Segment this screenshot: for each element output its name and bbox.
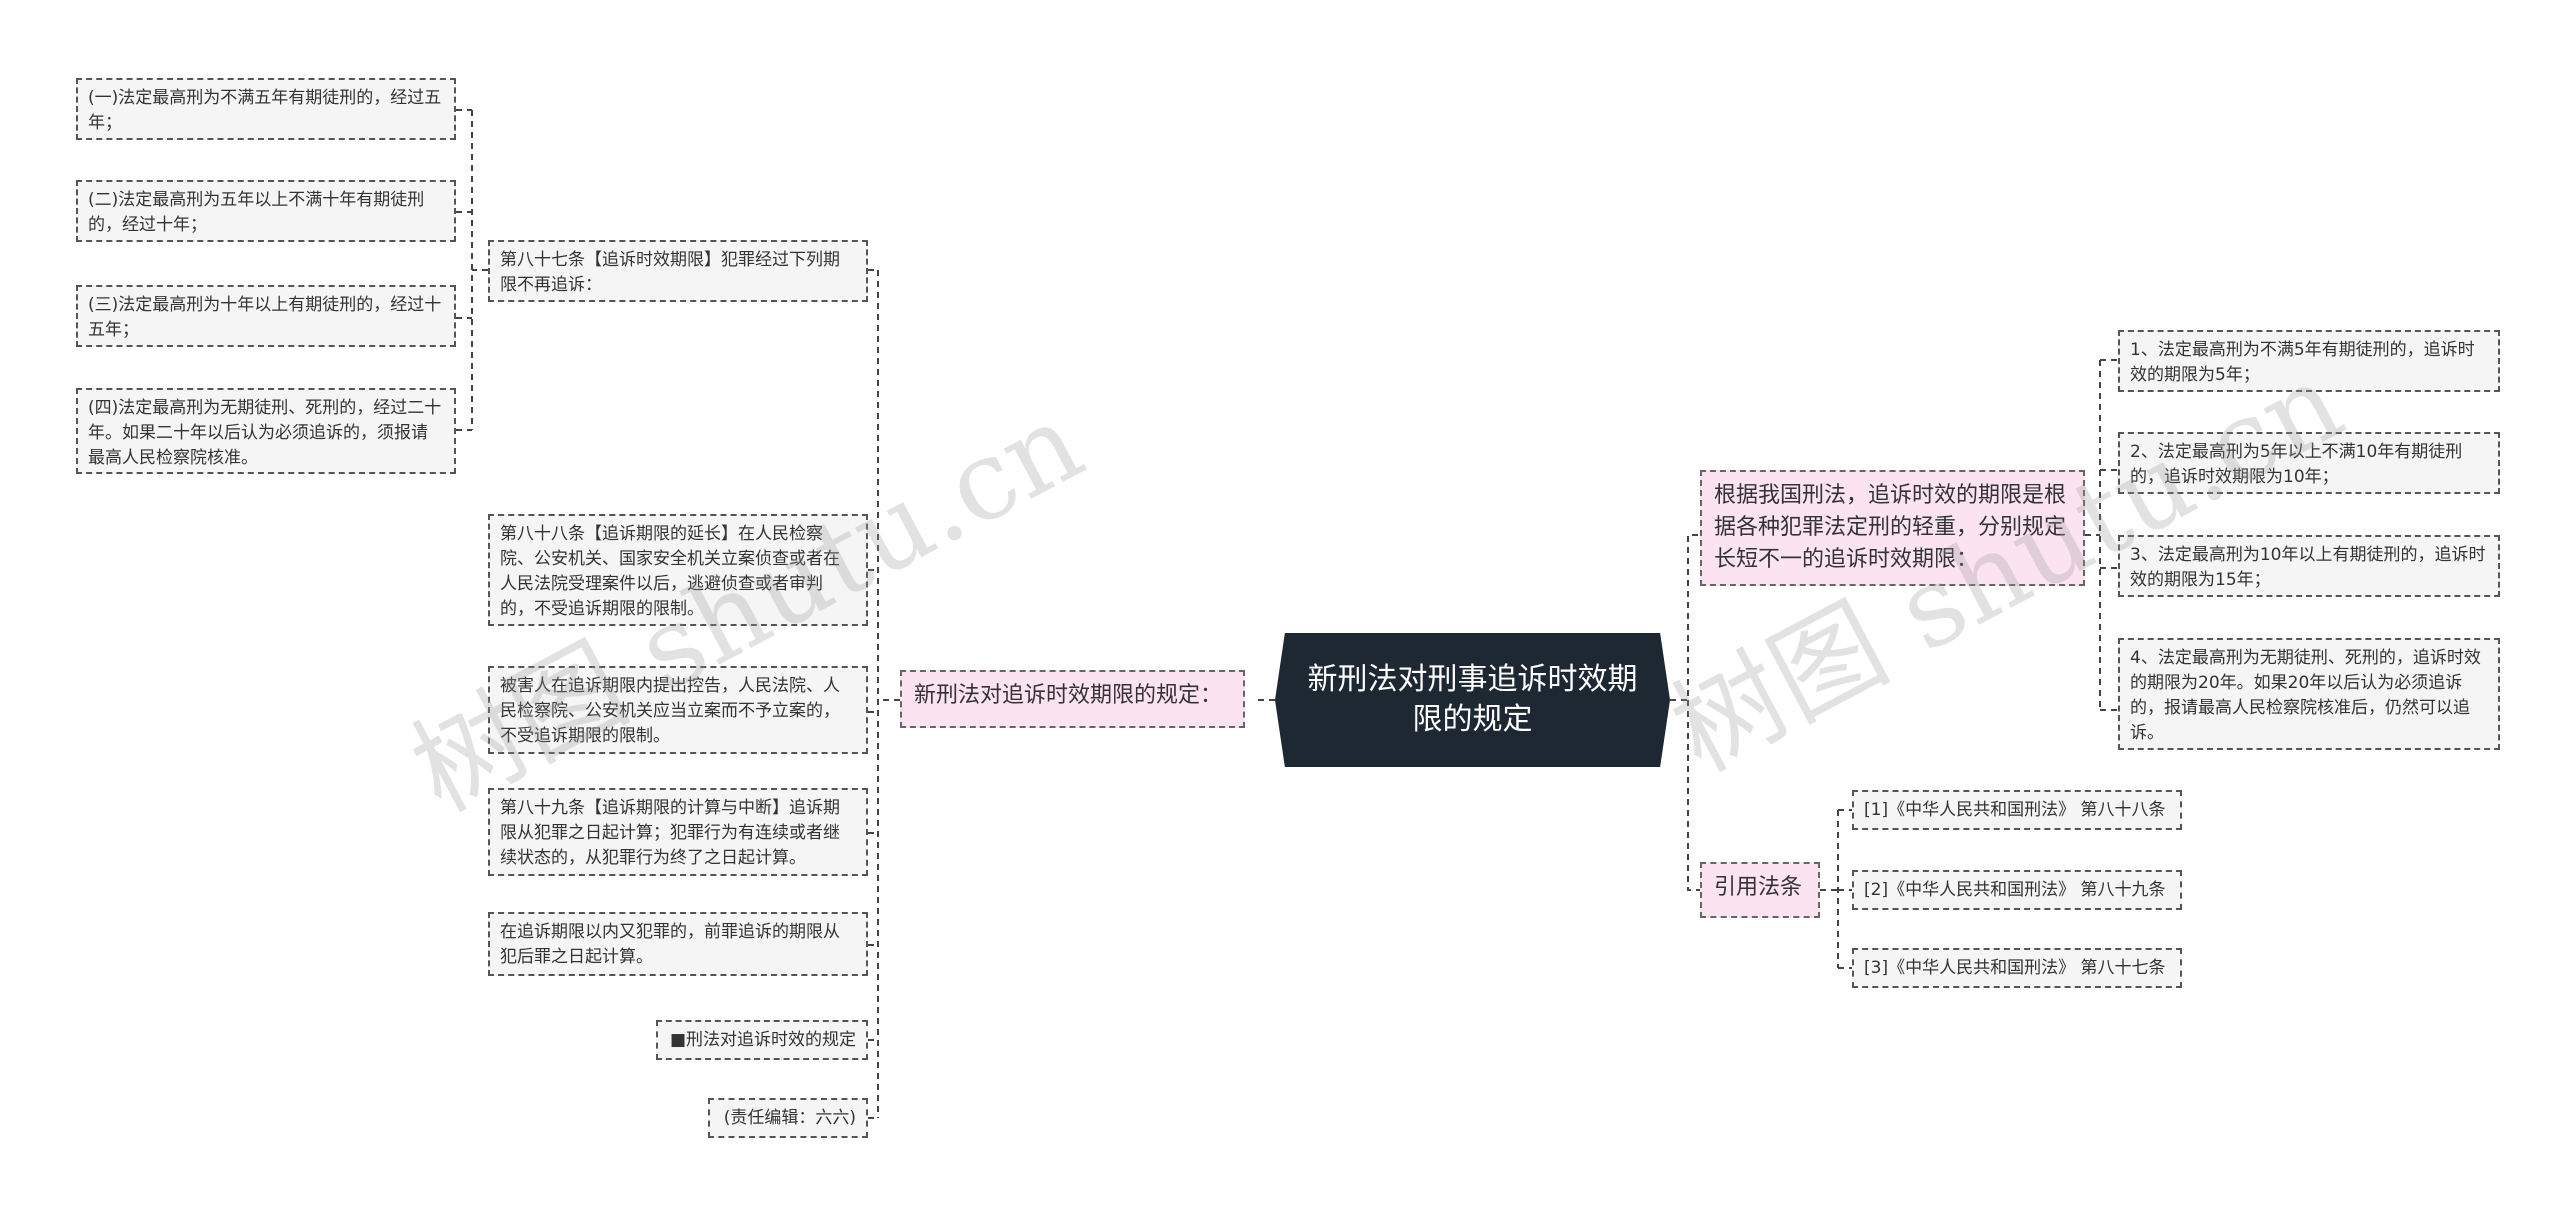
right-1-item-4[interactable]: 4、法定最高刑为无期徒刑、死刑的，追诉时效的期限为20年。如果20年以后认为必须… <box>2118 638 2500 750</box>
right-branch-1-label: 根据我国刑法，追诉时效的期限是根据各种犯罪法定刑的轻重，分别规定长短不一的追诉时… <box>1714 483 2067 572</box>
citation-1[interactable]: [1]《中华人民共和国刑法》 第八十八条 <box>1852 790 2182 830</box>
citation-2[interactable]: [2]《中华人民共和国刑法》 第八十九条 <box>1852 870 2182 910</box>
right-1-item-3[interactable]: 3、法定最高刑为10年以上有期徒刑的，追诉时效的期限为15年； <box>2118 535 2500 597</box>
left-item-recommit[interactable]: 在追诉期限以内又犯罪的，前罪追诉的期限从犯后罪之日起计算。 <box>488 912 868 976</box>
left-item-87-child-2[interactable]: (二)法定最高刑为五年以上不满十年有期徒刑的，经过十年； <box>76 180 456 242</box>
root-title: 新刑法对刑事追诉时效期限的规定 <box>1307 662 1638 737</box>
left-item-89[interactable]: 第八十九条【追诉期限的计算与中断】追诉期限从犯罪之日起计算；犯罪行为有连续或者继… <box>488 788 868 876</box>
right-1-item-1[interactable]: 1、法定最高刑为不满5年有期徒刑的，追诉时效的期限为5年； <box>2118 330 2500 392</box>
right-branch-2-node[interactable]: 引用法条 <box>1700 862 1820 918</box>
left-item-editor[interactable]: (责任编辑：六六) <box>708 1098 868 1138</box>
left-item-87-child-3[interactable]: (三)法定最高刑为十年以上有期徒刑的，经过十五年； <box>76 285 456 347</box>
left-item-87-child-4[interactable]: (四)法定最高刑为无期徒刑、死刑的，经过二十年。如果二十年以后认为必须追诉的，须… <box>76 388 456 474</box>
root-node[interactable]: 新刑法对刑事追诉时效期限的规定 <box>1275 633 1670 767</box>
left-branch-label: 新刑法对追诉时效期限的规定： <box>914 683 1223 708</box>
left-item-heading[interactable]: ■刑法对追诉时效的规定 <box>656 1020 868 1060</box>
right-1-item-2[interactable]: 2、法定最高刑为5年以上不满10年有期徒刑的，追诉时效期限为10年； <box>2118 432 2500 494</box>
left-item-87-child-1[interactable]: (一)法定最高刑为不满五年有期徒刑的，经过五年； <box>76 78 456 140</box>
right-branch-1-node[interactable]: 根据我国刑法，追诉时效的期限是根据各种犯罪法定刑的轻重，分别规定长短不一的追诉时… <box>1700 470 2085 586</box>
left-item-88[interactable]: 第八十八条【追诉期限的延长】在人民检察院、公安机关、国家安全机关立案侦查或者在人… <box>488 514 868 626</box>
left-item-87[interactable]: 第八十七条【追诉时效期限】犯罪经过下列期限不再追诉： <box>488 240 868 302</box>
right-branch-2-label: 引用法条 <box>1714 875 1803 900</box>
citation-3[interactable]: [3]《中华人民共和国刑法》 第八十七条 <box>1852 948 2182 988</box>
left-branch-node[interactable]: 新刑法对追诉时效期限的规定： <box>900 670 1245 728</box>
left-item-victim[interactable]: 被害人在追诉期限内提出控告，人民法院、人民检察院、公安机关应当立案而不予立案的，… <box>488 666 868 754</box>
